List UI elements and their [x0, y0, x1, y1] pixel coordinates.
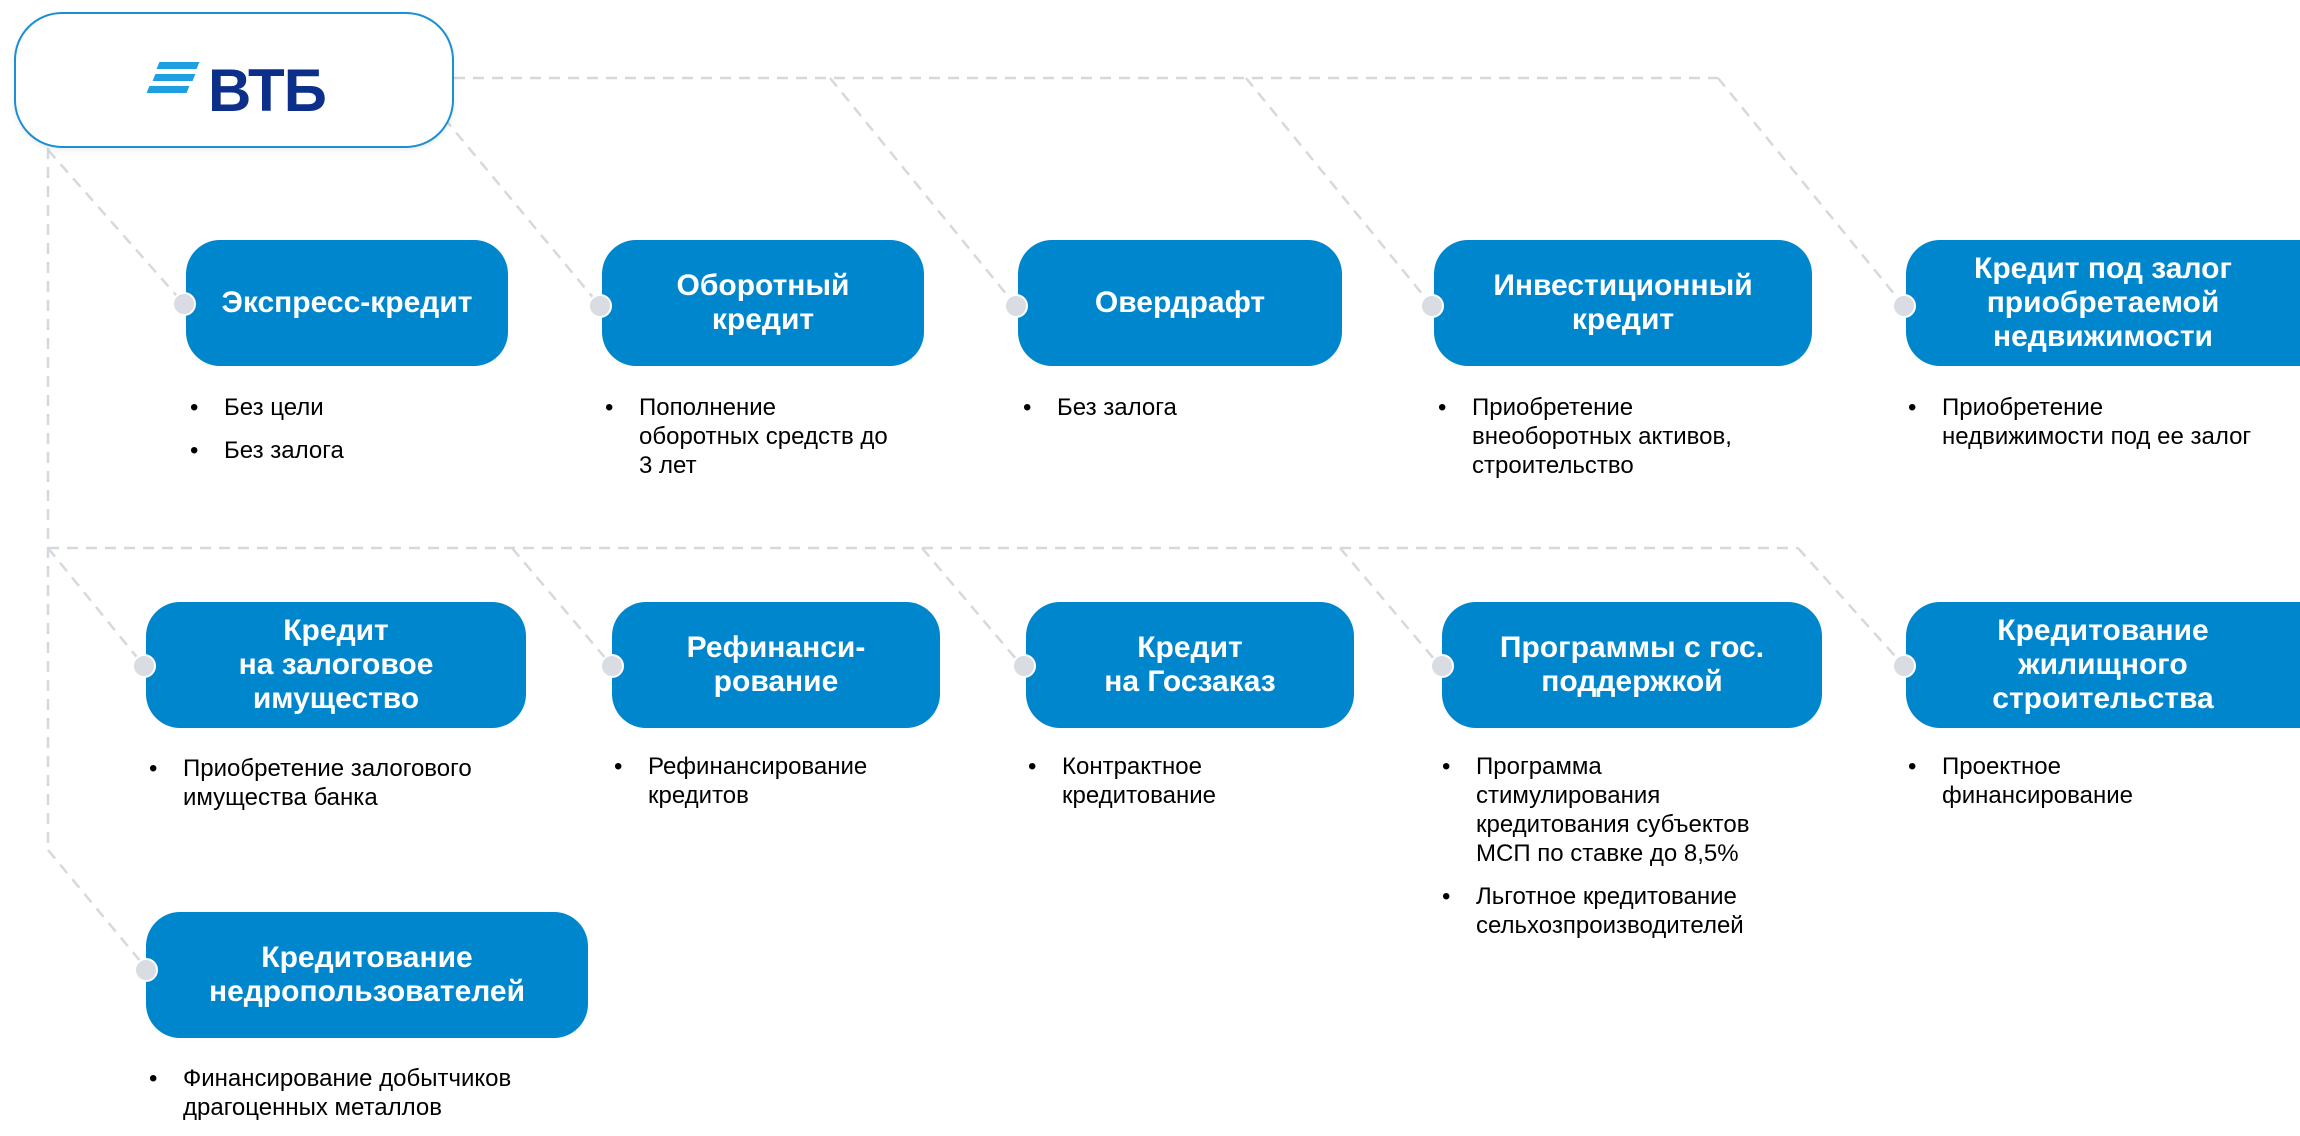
product-bullets: Приобретение недвижимости под ее залог [1906, 393, 2251, 465]
connector-dot [1892, 654, 1916, 678]
connector-dot [1420, 294, 1444, 318]
product-bullets: Приобретение залогового имущества банка [147, 754, 472, 826]
bullet-item: Приобретение недвижимости под ее залог [1906, 393, 2251, 451]
product-box-refinancing[interactable]: Рефинанси- рование [612, 602, 940, 728]
connector-dot [1012, 654, 1036, 678]
product-title: Экспресс-кредит [221, 286, 473, 319]
product-bullets: Контрактное кредитование [1026, 752, 1216, 824]
bullet-item: Проектное финансирование [1906, 752, 2133, 810]
connector-dot [132, 654, 156, 678]
product-box-real-estate[interactable]: Кредит под залог приобретаемой недвижимо… [1906, 240, 2300, 366]
bullet-item: Льготное кредитование сельхозпроизводите… [1440, 882, 1749, 940]
product-bullets: Приобретение внеоборотных активов, строи… [1436, 393, 1732, 494]
product-bullets: Программа стимулирования кредитования су… [1440, 752, 1749, 954]
connector-dot [1430, 654, 1454, 678]
bullet-item: Приобретение внеоборотных активов, строи… [1436, 393, 1732, 480]
product-bullets: Пополнение оборотных средств до 3 лет [603, 393, 888, 494]
product-title: Оборотный кредит [676, 269, 850, 336]
logo-text: ВТБ [208, 57, 327, 124]
product-title: Программы с гос. поддержкой [1499, 631, 1765, 698]
product-bullets: Рефинансирование кредитов [612, 752, 867, 824]
product-box-working-capital[interactable]: Оборотный кредит [602, 240, 924, 366]
product-title: Кредит на Госзаказ [1104, 631, 1276, 698]
vtb-logo-box: ВТБ [14, 12, 454, 148]
bullet-item: Программа стимулирования кредитования су… [1440, 752, 1749, 868]
product-box-express[interactable]: Экспресс-кредит [186, 240, 508, 366]
product-bullets: Без залога [1021, 393, 1177, 436]
connector-dot [172, 292, 196, 316]
product-box-investment[interactable]: Инвестиционный кредит [1434, 240, 1812, 366]
product-box-state-support[interactable]: Программы с гос. поддержкой [1442, 602, 1822, 728]
product-title: Кредитование жилищного строительства [1992, 614, 2214, 715]
product-bullets: Проектное финансирование [1906, 752, 2133, 824]
product-title: Рефинанси- рование [686, 631, 866, 698]
connector-dot [134, 958, 158, 982]
connector-dot [1004, 294, 1028, 318]
product-box-collateral[interactable]: Кредит на залоговое имущество [146, 602, 526, 728]
product-title: Овердрафт [1094, 286, 1266, 319]
connector-dot [600, 654, 624, 678]
product-title: Инвестиционный кредит [1493, 269, 1753, 336]
product-box-overdraft[interactable]: Овердрафт [1018, 240, 1342, 366]
bullet-item: Без залога [1021, 393, 1177, 422]
bullet-item: Контрактное кредитование [1026, 752, 1216, 810]
bullet-item: Рефинансирование кредитов [612, 752, 867, 810]
bullet-item: Без залога [188, 436, 344, 465]
product-box-goszakaz[interactable]: Кредит на Госзаказ [1026, 602, 1354, 728]
connector-dot [1892, 294, 1916, 318]
product-bullets: Без цели Без залога [188, 393, 344, 479]
bullet-item: Финансирование добытчиков драгоценных ме… [147, 1064, 511, 1122]
product-box-subsoil[interactable]: Кредитование недропользователей [146, 912, 588, 1038]
bullet-item: Пополнение оборотных средств до 3 лет [603, 393, 888, 480]
connector-dot [588, 294, 612, 318]
bullet-item: Приобретение залогового имущества банка [147, 754, 472, 812]
product-title: Кредитование недропользователей [208, 941, 526, 1008]
bullet-item: Без цели [188, 393, 344, 422]
product-title: Кредит на залоговое имущество [238, 614, 434, 715]
product-box-housing[interactable]: Кредитование жилищного строительства [1906, 602, 2300, 728]
product-bullets: Финансирование добытчиков драгоценных ме… [147, 1064, 511, 1136]
product-title: Кредит под залог приобретаемой недвижимо… [1974, 252, 2232, 353]
vtb-logo: ВТБ [144, 57, 332, 124]
